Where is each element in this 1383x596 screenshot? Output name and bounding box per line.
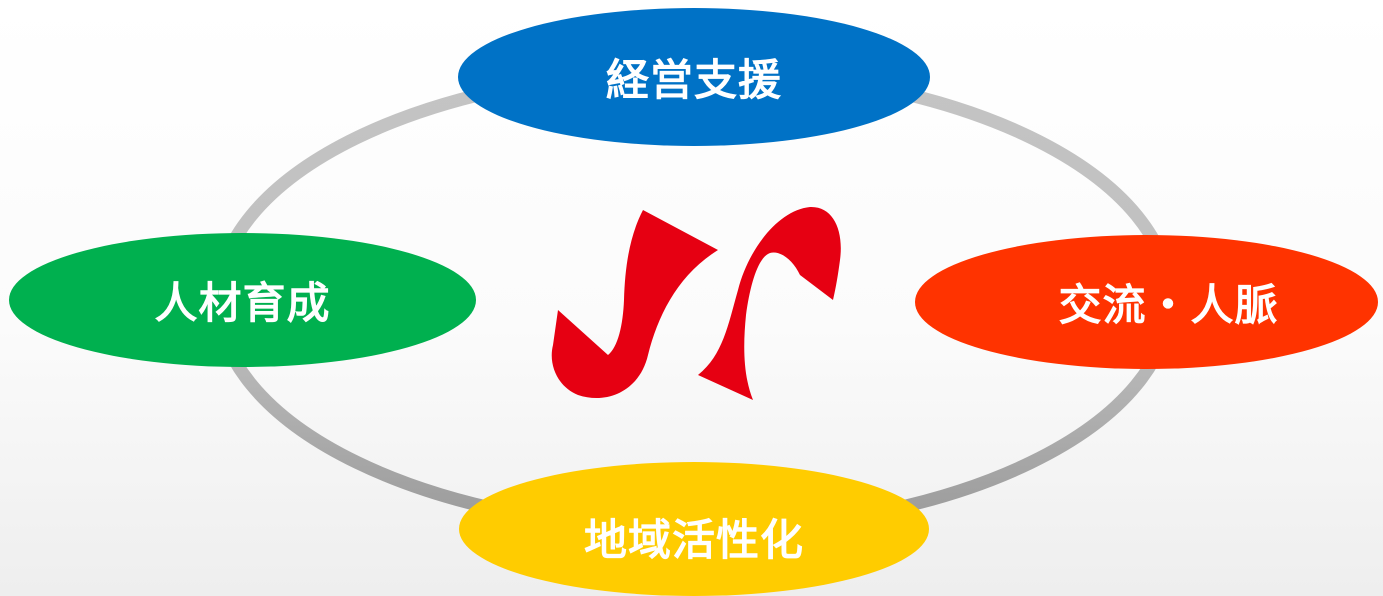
management-support-node[interactable]: 経営支援 — [458, 8, 930, 146]
human-resource-development-label: 人材育成 — [154, 279, 331, 329]
exchange-network-node[interactable]: 交流・人脈 — [915, 235, 1378, 369]
regional-revitalization-node[interactable]: 地域活性化 — [459, 462, 929, 596]
human-resource-development-node[interactable]: 人材育成 — [9, 233, 476, 367]
organization-logo-icon — [551, 206, 841, 400]
exchange-network-label: 交流・人脈 — [1058, 281, 1279, 331]
logo-right-stroke — [698, 206, 841, 400]
management-support-label: 経営支援 — [606, 56, 782, 106]
logo-left-stroke — [551, 210, 718, 399]
regional-revitalization-label: 地域活性化 — [584, 516, 804, 566]
